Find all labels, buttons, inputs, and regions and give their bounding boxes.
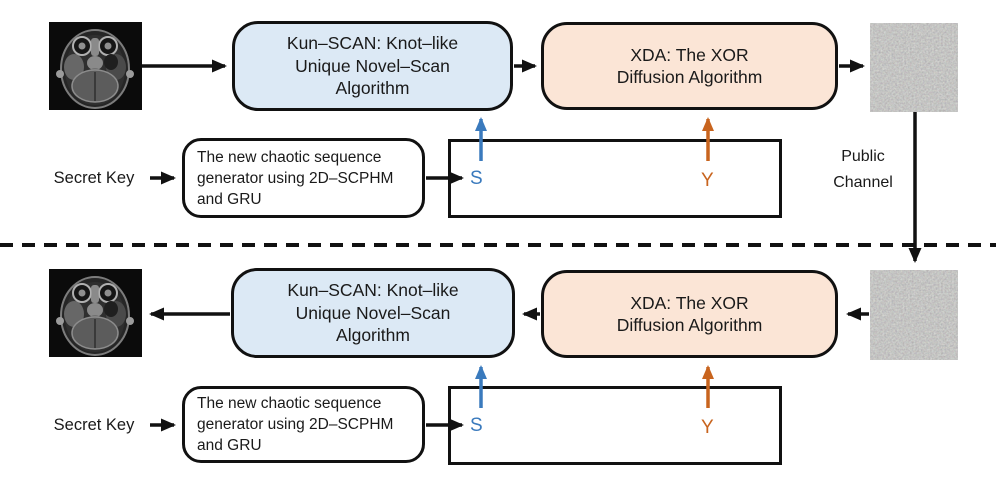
recovered-mri-image-decrypt [49,269,142,357]
xda-box-decrypt-label: XDA: The XOR Diffusion Algorithm [616,292,763,336]
plain-mri-image-encrypt [49,22,142,110]
xda-box-decrypt: XDA: The XOR Diffusion Algorithm [541,270,838,358]
kun-scan-box-encrypt-label: Kun–SCAN: Knot–like Unique Novel–Scan Al… [286,33,459,99]
s-sequence-label-encrypt: S [470,168,483,189]
chaotic-generator-box-decrypt: The new chaotic sequence generator using… [182,386,425,463]
xda-box-encrypt-label: XDA: The XOR Diffusion Algorithm [616,44,763,88]
xda-box-encrypt: XDA: The XOR Diffusion Algorithm [541,22,838,110]
kun-scan-box-decrypt: Kun–SCAN: Knot–like Unique Novel–Scan Al… [231,268,515,358]
chaotic-generator-box-decrypt-label: The new chaotic sequence generator using… [197,395,394,454]
y-sequence-label-decrypt: Y [701,417,714,438]
chaotic-generator-box-encrypt: The new chaotic sequence generator using… [182,138,425,218]
chaotic-generator-box-encrypt-label: The new chaotic sequence generator using… [197,148,394,208]
sequence-box-decrypt [448,386,782,465]
s-sequence-label-decrypt: S [470,415,483,436]
cipher-noise-image-decrypt [870,270,958,360]
kun-scan-box-decrypt-label: Kun–SCAN: Knot–like Unique Novel–Scan Al… [287,280,459,346]
sequence-box-encrypt [448,139,782,218]
secret-key-label-decrypt: Secret Key [53,416,135,434]
public-channel-label: Public Channel [833,148,893,191]
kun-scan-box-encrypt: Kun–SCAN: Knot–like Unique Novel–Scan Al… [232,21,513,111]
cipher-noise-image-encrypt [870,23,958,112]
y-sequence-label-encrypt: Y [701,170,714,191]
secret-key-label-encrypt: Secret Key [53,169,135,187]
